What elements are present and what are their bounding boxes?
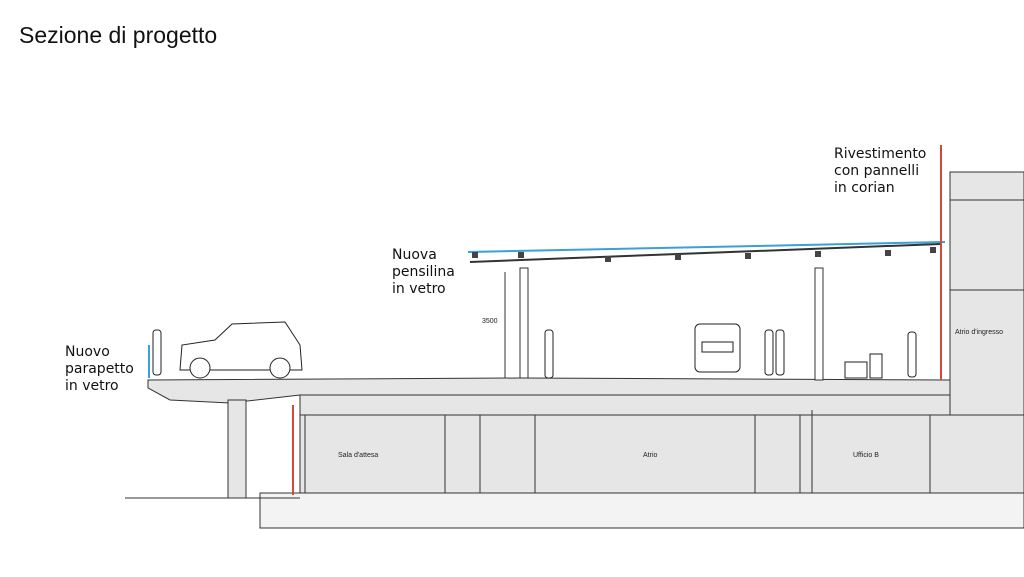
annotation-line: Rivestimento (834, 146, 927, 162)
annotation-line: Nuovo (65, 344, 110, 360)
canopy-brackets (472, 247, 936, 262)
dimension-label: 3500 (482, 318, 498, 325)
room-label-office: Ufficio B (853, 452, 879, 459)
canopy-column (519, 267, 529, 379)
car-front-icon (694, 323, 741, 373)
room-label-atrium: Atrio (643, 452, 658, 459)
beam-band (299, 394, 951, 416)
page-title: Sezione di progetto (19, 22, 218, 48)
wall-lines (304, 410, 931, 493)
room-label-waiting: Sala d'attesa (338, 452, 378, 459)
annotation-line: in vetro (392, 281, 446, 297)
foundation (259, 492, 1024, 529)
room-label-entrance: Atrio d'ingresso (955, 329, 1003, 336)
annotation-line: con pannelli (834, 163, 920, 179)
annotation-line: in vetro (65, 378, 119, 394)
canopy-glass (467, 241, 946, 253)
canopy-annotation: Nuova pensilina in vetro (392, 247, 455, 298)
annotation-line: parapetto (65, 361, 134, 377)
cladding-annotation: Rivestimento con pannelli in corian (834, 146, 926, 197)
canopy-beam (469, 243, 941, 263)
canopy-column (814, 267, 824, 381)
annotation-line: Nuova (392, 247, 437, 263)
support-column (227, 399, 247, 499)
annotation-line: pensilina (392, 264, 455, 280)
car-icon (179, 321, 303, 379)
parapet-annotation: Nuovo parapetto in vetro (65, 344, 134, 395)
annotation-line: in corian (834, 180, 895, 196)
people-icons (152, 329, 917, 379)
lower-floor (299, 414, 1024, 494)
